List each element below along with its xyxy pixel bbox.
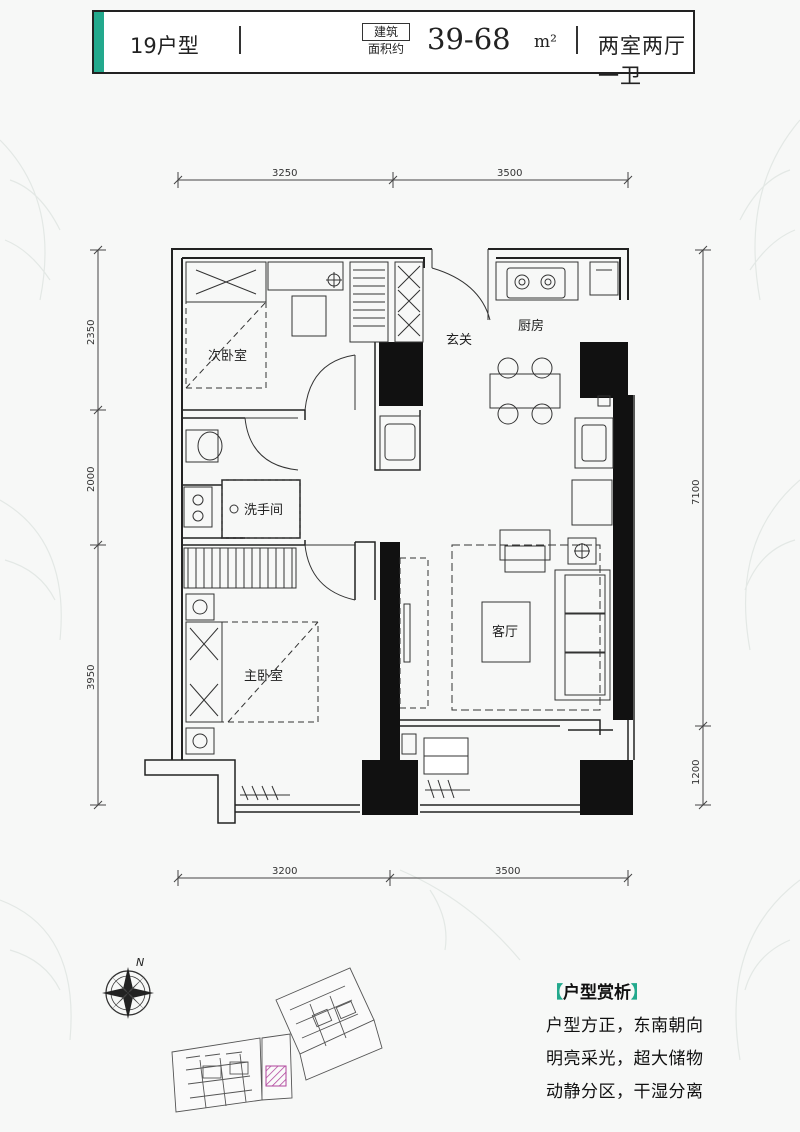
room-living-room: 客厅 [492,624,518,640]
dim-top-2: 3500 [497,168,522,179]
second-bedroom-furniture [185,261,424,389]
unit-type-title: 19户型 [130,34,199,58]
header-accent-bar [94,12,104,72]
dim-right-1: 7100 [691,480,702,505]
compass-icon [102,967,154,1019]
structural-columns [362,342,633,815]
dim-top-1: 3250 [272,168,297,179]
master-bedroom-furniture [183,547,319,801]
layout-description: 两室两厅一卫 [598,34,686,88]
dim-bottom-1: 3200 [272,866,297,877]
dim-left-3: 3950 [86,665,97,690]
header-separator [576,26,578,54]
room-washroom: 洗手间 [244,503,283,518]
room-kitchen: 厨房 [518,318,544,334]
doors [244,249,491,601]
appreciation-line-1: 户型方正，东南朝向 [546,1016,704,1036]
appreciation-title: 【户型赏析】 [546,978,786,1003]
layout-appreciation: 【户型赏析】 户型方正，东南朝向 明亮采光，超大储物 动静分区，干湿分离 [546,978,786,1102]
header-separator [239,26,241,54]
header-banner: 19户型 建筑 面积约 39-68 m² 两室两厅一卫 [92,10,695,88]
dimension-lines-right [695,245,711,810]
room-entrance: 玄关 [446,333,472,348]
dimension-lines-left [90,245,106,810]
appreciation-bracket-close: 】 [631,983,648,1003]
area-label-line1: 建筑 [362,23,410,41]
dim-left-2: 2000 [86,467,97,492]
room-master-bedroom: 主卧室 [244,668,283,684]
area-label: 建筑 面积约 [362,23,410,57]
area-label-line2: 面积约 [367,42,404,56]
appreciation-line-3: 动静分区，干湿分离 [546,1082,704,1102]
appreciation-line-2: 明亮采光，超大储物 [546,1049,704,1069]
appreciation-bracket-open: 【 [546,983,563,1003]
living-room-furniture [399,529,611,799]
dim-bottom-2: 3500 [495,866,520,877]
dimension-lines-bottom [173,870,633,886]
area-value: 39-68 [427,22,511,56]
kitchen-furniture [379,261,619,526]
area-unit: m² [534,32,557,52]
site-plan-unit-highlight [265,1065,287,1087]
dimension-lines-top [173,172,633,188]
appreciation-title-text: 户型赏析 [563,983,631,1003]
dim-right-2: 1200 [691,760,702,785]
bathroom-furniture [183,429,301,539]
compass-north-label: N [136,956,144,969]
site-plan-thumbnail [171,967,383,1113]
dim-left-1: 2350 [86,320,97,345]
room-second-bedroom: 次卧室 [208,348,247,364]
outer-walls [144,248,635,824]
